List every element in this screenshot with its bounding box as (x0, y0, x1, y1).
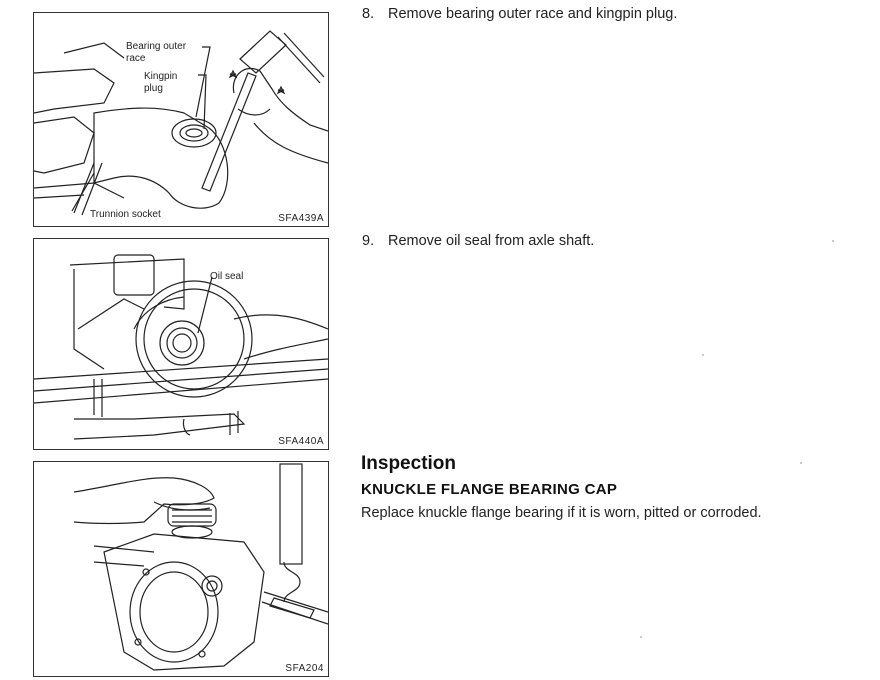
step-number: 9. (362, 233, 375, 249)
bearing-race-removal-illustration (34, 30, 328, 216)
scan-speck (702, 354, 704, 356)
section-subheading: KNUCKLE FLANGE BEARING CAP (361, 481, 618, 498)
section-heading: Inspection (361, 453, 457, 474)
step-text: Remove bearing outer race and kingpin pl… (388, 6, 678, 22)
step-8: 8. Remove bearing outer race and kingpin … (362, 6, 677, 22)
figure-bearing-race-removal: Bearing outer race Kingpin plug Trunnion… (33, 12, 329, 227)
callout-oil-seal: Oil seal (210, 271, 244, 282)
callout-bearing-outer-race: Bearing outer race (126, 41, 187, 64)
figure-oil-seal-removal: Oil seal SFA440A (33, 238, 329, 450)
figure-code: SFA439A (278, 213, 324, 224)
callout-kingpin-plug: Kingpin plug (144, 71, 178, 94)
oil-seal-removal-illustration (34, 254, 328, 440)
scan-speck (800, 462, 802, 464)
figure-knuckle-flange-bearing: SFA204 (33, 461, 329, 677)
scan-speck (640, 636, 642, 638)
callout-trunnion-socket: Trunnion socket (90, 209, 161, 220)
step-text: Remove oil seal from axle shaft. (388, 233, 595, 249)
step-number: 8. (362, 6, 375, 22)
figure-code: SFA204 (285, 663, 324, 674)
scan-speck (832, 240, 834, 242)
inspection-paragraph: Replace knuckle flange bearing if it is … (361, 505, 762, 521)
step-9: 9. Remove oil seal from axle shaft. (362, 233, 594, 249)
knuckle-flange-bearing-illustration (73, 463, 328, 671)
figure-code: SFA440A (278, 436, 324, 447)
